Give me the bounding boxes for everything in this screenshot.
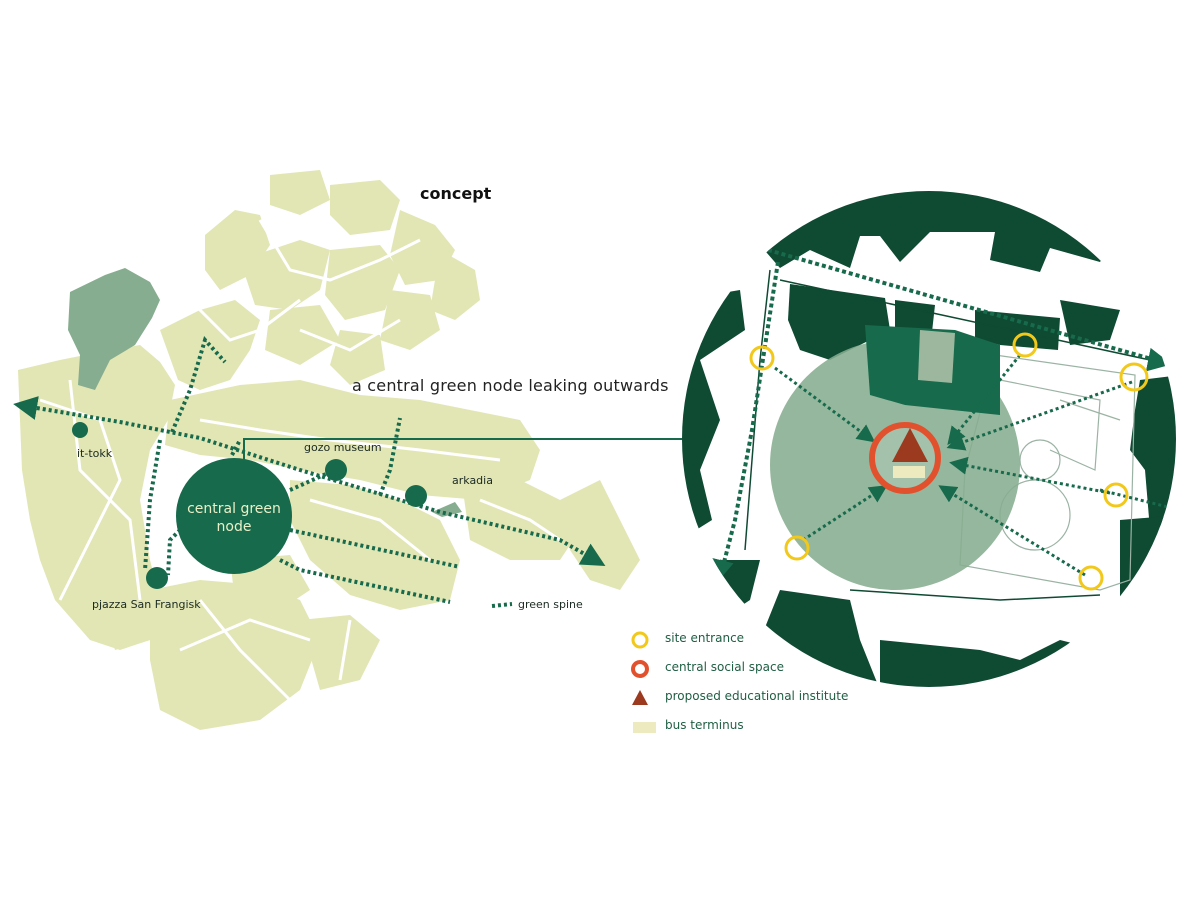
spine-branch-arkadia (378, 417, 402, 496)
site-entrance-icon (784, 535, 810, 561)
site-entrance-icon (1012, 332, 1038, 358)
institute-triangle-icon (632, 690, 648, 705)
site-entrance-icon (1103, 482, 1129, 508)
pjazza-node (146, 567, 168, 589)
it-tokk-node (72, 422, 88, 438)
arkadia-node (405, 485, 427, 507)
spine-branch-ne (230, 439, 242, 456)
concept-tagline: a central green node leaking outwards (352, 376, 669, 395)
site-entrance-icon (631, 631, 649, 649)
central-green-node (176, 458, 292, 574)
green-spine-legend-mark (491, 602, 513, 608)
gozo-museum-node (325, 459, 347, 481)
spine-branch-east-1 (289, 528, 461, 569)
citadel-green (68, 268, 160, 390)
site-zoom-circle (682, 191, 1176, 687)
page-title: concept (420, 184, 492, 203)
legend-label-central-social-space: central social space (665, 660, 784, 674)
site-entrance-icon (1119, 362, 1149, 392)
label-pjazza: pjazza San Frangisk (92, 598, 201, 611)
spine-branch-west (143, 439, 162, 571)
site-entrance-icon (749, 345, 775, 371)
site-entrance-icon (1078, 565, 1104, 591)
legend-label-site-entrance: site entrance (665, 631, 745, 645)
central-building-court (918, 330, 955, 383)
green-spine-main (13, 396, 606, 566)
green-spine-routes (13, 336, 606, 604)
frame-arrow-east (1145, 347, 1172, 372)
spine-branch-museum (289, 468, 336, 492)
central-node-label: central green node (178, 500, 290, 536)
label-it-tokk: it-tokk (77, 447, 113, 460)
central-node-label-line1: central green (187, 501, 281, 517)
site-entrances (749, 332, 1149, 591)
legend-label-bus-terminus: bus terminus (665, 718, 744, 732)
label-arkadia: arkadia (452, 474, 493, 487)
central-social-space-icon (631, 660, 649, 678)
central-node-label-line2: node (216, 519, 252, 535)
bus-terminus-marker (893, 466, 925, 478)
label-gozo-museum: gozo museum (304, 441, 382, 454)
frame-arrow-south (710, 557, 734, 584)
radiating-paths (774, 354, 1133, 577)
legend-label-educational-institute: proposed educational institute (665, 689, 849, 703)
institute-triangle-icon (892, 428, 928, 462)
green-nodes (72, 422, 427, 589)
bus-terminus-swatch (633, 722, 656, 733)
spine-branch-east-2 (279, 558, 451, 604)
label-green-spine: green spine (518, 598, 583, 611)
zoom-connector-line (243, 438, 775, 460)
